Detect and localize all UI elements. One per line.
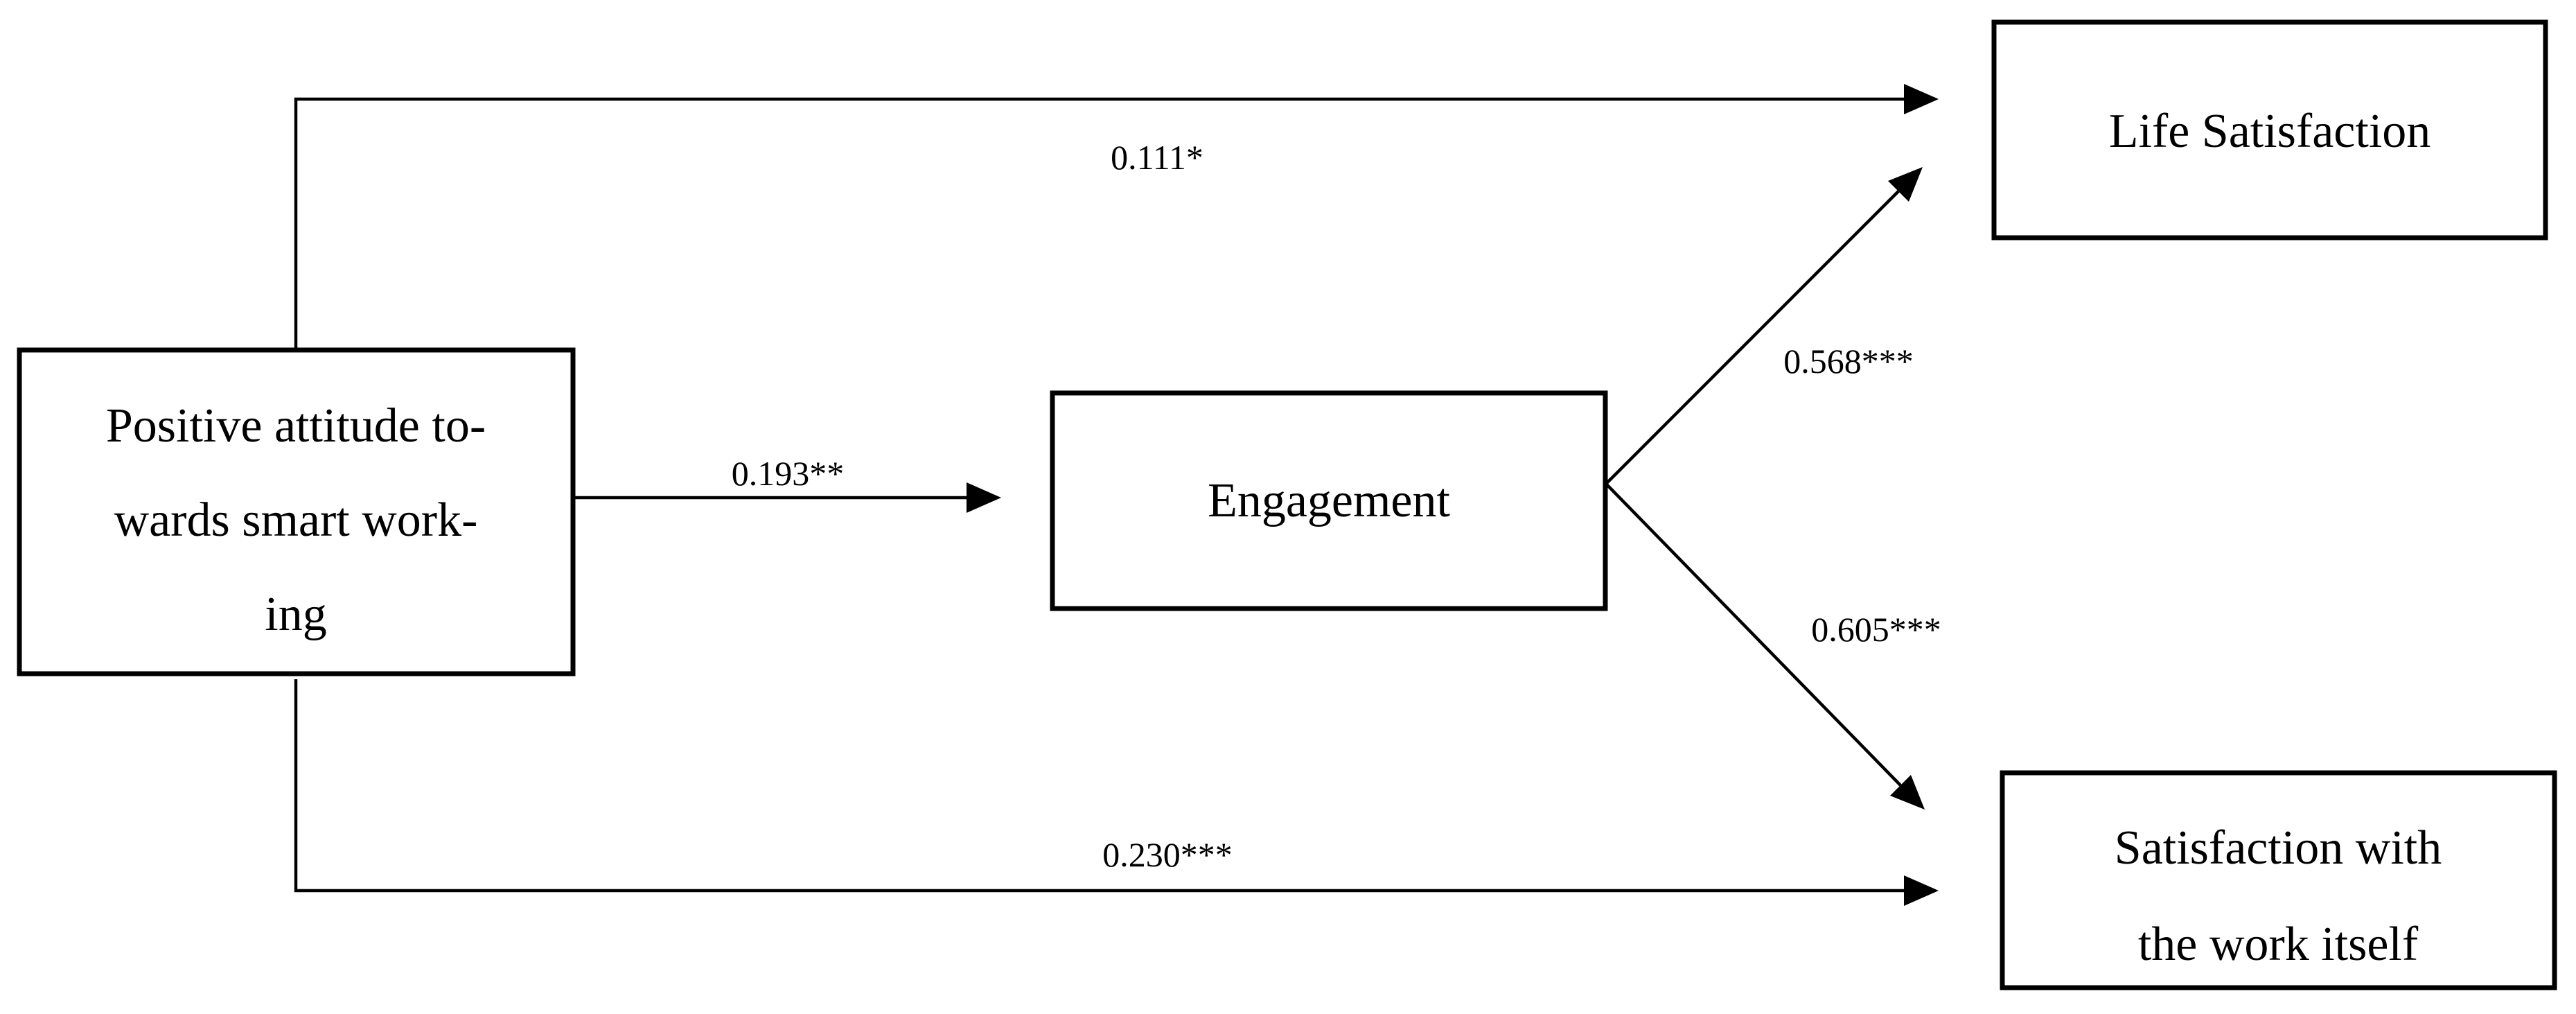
edge-line [1605, 190, 1900, 485]
node-positive-attitude: Positive attitude to- wards smart work- … [17, 347, 576, 676]
node-label-line: the work itself [2138, 918, 2419, 971]
node-label-line: Satisfaction with [2115, 821, 2442, 875]
node-label-line: Positive attitude to- [106, 399, 486, 453]
edge-line [294, 679, 1904, 893]
node-life-satisfaction: Life Satisfaction [1991, 19, 2548, 241]
node-label-line: Life Satisfaction [2109, 105, 2431, 158]
coefficient-engagement-to-life-satisfaction: 0.568*** [1783, 342, 1914, 381]
edge-line [1605, 482, 1902, 787]
edge-attitude-to-engagement [574, 482, 1001, 513]
node-label-line: wards smart work- [114, 493, 478, 547]
arrow-head-icon [1888, 167, 1923, 202]
edge-attitude-to-work-satisfaction [294, 679, 1939, 906]
node-box [17, 347, 576, 676]
node-label-line: ing [265, 588, 326, 641]
arrow-head-icon [1890, 775, 1925, 810]
edge-engagement-to-work-satisfaction [1605, 482, 1925, 810]
edge-attitude-to-life-satisfaction [294, 84, 1939, 350]
edge-engagement-to-life-satisfaction [1605, 167, 1923, 485]
node-engagement: Engagement [1050, 390, 1608, 611]
node-work-satisfaction: Satisfaction with the work itself [2000, 770, 2557, 990]
edge-line [294, 97, 1904, 350]
coefficient-engagement-to-work-satisfaction: 0.605*** [1811, 610, 1941, 649]
arrow-head-icon [967, 482, 1001, 513]
arrow-head-icon [1904, 84, 1939, 114]
coefficient-attitude-to-engagement: 0.193** [732, 454, 845, 493]
node-box [1050, 390, 1608, 611]
arrow-head-icon [1904, 875, 1939, 906]
node-box [2000, 770, 2557, 990]
coefficient-attitude-to-life-satisfaction: 0.111* [1111, 138, 1203, 177]
node-box [1991, 19, 2548, 241]
node-label-line: Engagement [1208, 474, 1450, 527]
coefficient-attitude-to-work-satisfaction: 0.230*** [1102, 835, 1233, 874]
